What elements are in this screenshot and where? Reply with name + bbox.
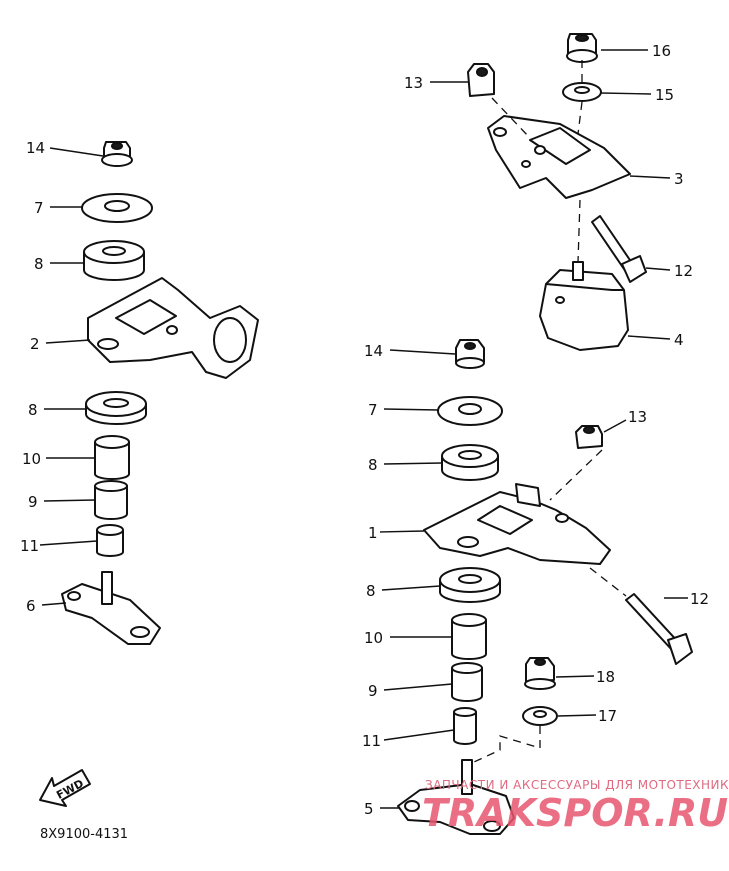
left-collar-10 xyxy=(94,435,130,480)
right-washer-15 xyxy=(562,82,602,102)
callout-left-9: 9 xyxy=(28,493,38,511)
right-bracket-3 xyxy=(487,115,631,199)
callout-right-12a: 12 xyxy=(674,262,693,280)
right-bracket-1 xyxy=(423,483,611,565)
right-washer-7 xyxy=(437,396,503,426)
callout-right-8b: 8 xyxy=(366,582,376,600)
callout-right-1: 1 xyxy=(368,524,378,542)
callout-right-12b: 12 xyxy=(690,590,709,608)
right-nut-18 xyxy=(524,657,556,690)
callout-left-6: 6 xyxy=(26,597,36,615)
callout-left-2: 2 xyxy=(30,335,40,353)
callout-left-11: 11 xyxy=(20,537,39,555)
callout-right-5: 5 xyxy=(364,800,374,818)
callout-right-13a: 13 xyxy=(404,74,423,92)
callout-right-10: 10 xyxy=(364,629,383,647)
right-nut-13b xyxy=(575,425,603,449)
callout-right-18: 18 xyxy=(596,668,615,686)
right-collar-11 xyxy=(453,707,477,745)
callout-left-8b: 8 xyxy=(28,401,38,419)
callout-left-8a: 8 xyxy=(34,255,44,273)
right-bolt-12a xyxy=(591,215,647,283)
callout-labels: 14 7 8 2 8 10 9 11 6 16 15 13 3 12 4 14 … xyxy=(20,42,709,818)
callout-left-7: 7 xyxy=(34,199,44,217)
right-washer-17 xyxy=(522,706,558,726)
callout-right-11: 11 xyxy=(362,732,381,750)
leader-lines xyxy=(39,49,688,809)
left-collar-11 xyxy=(96,524,124,557)
fwd-arrow-icon: FWD xyxy=(39,769,91,807)
watermark-logo: TRAKSPOR.RU xyxy=(422,791,728,835)
callout-right-15: 15 xyxy=(655,86,674,104)
left-washer-7 xyxy=(81,193,153,223)
right-nut-14 xyxy=(455,339,485,369)
callout-left-14: 14 xyxy=(26,139,45,157)
right-rubber-8b xyxy=(439,567,501,603)
callout-right-17: 17 xyxy=(598,707,617,725)
left-collar-9 xyxy=(94,480,128,520)
callout-right-14: 14 xyxy=(364,342,383,360)
left-rubber-8a xyxy=(83,240,145,281)
callout-right-3: 3 xyxy=(674,170,684,188)
callout-right-9: 9 xyxy=(368,682,378,700)
watermark-tagline: ЗАПЧАСТИ И АКСЕССУАРЫ ДЛЯ МОТОТЕХНИКИ xyxy=(425,778,729,792)
left-stud-plate-6 xyxy=(61,571,161,645)
right-nut-13a xyxy=(467,63,495,97)
callout-right-8a: 8 xyxy=(368,456,378,474)
left-nut-14 xyxy=(101,141,133,167)
left-bracket-2 xyxy=(87,277,259,379)
left-rubber-8b xyxy=(85,391,147,425)
callout-right-7: 7 xyxy=(368,401,378,419)
callout-right-13b: 13 xyxy=(628,408,647,426)
right-stud-plate-5 xyxy=(397,759,515,835)
callout-left-10: 10 xyxy=(22,450,41,468)
right-collar-10 xyxy=(451,613,487,660)
figure-code: 8X9100-4131 xyxy=(40,827,128,842)
right-bolt-12b xyxy=(625,593,693,665)
right-damper-4 xyxy=(539,261,629,351)
watermark: ЗАПЧАСТИ И АКСЕССУАРЫ ДЛЯ МОТОТЕХНИКИ TR… xyxy=(422,778,729,835)
right-rubber-8a xyxy=(441,444,499,481)
right-collar-9 xyxy=(451,662,483,702)
callout-right-4: 4 xyxy=(674,331,684,349)
callout-right-16: 16 xyxy=(652,42,671,60)
right-nut-16 xyxy=(566,33,598,63)
